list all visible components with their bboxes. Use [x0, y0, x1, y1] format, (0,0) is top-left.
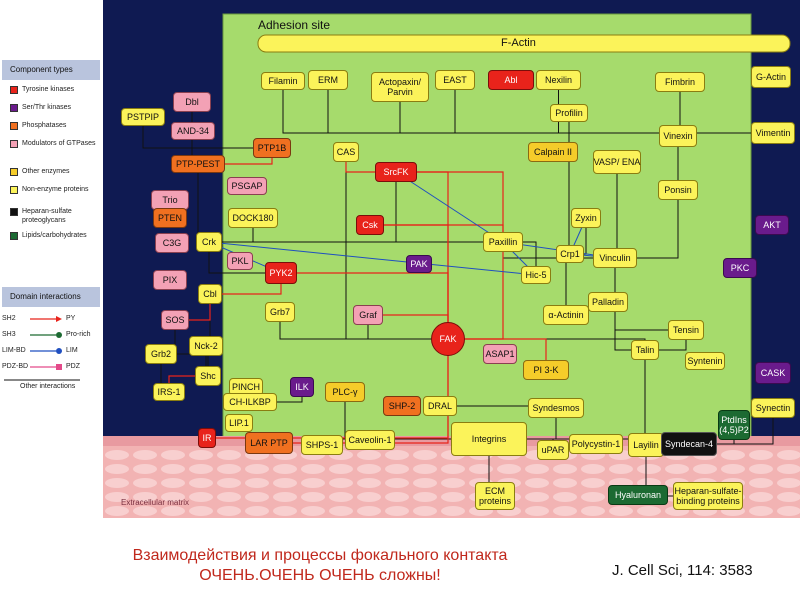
node-filamin: Filamin [261, 72, 305, 90]
node-pak: PAK [406, 255, 432, 273]
node-hyaluronan: Hyaluronan [608, 485, 668, 505]
node-c3g: C3G [155, 233, 189, 253]
node-pten: PTEN [153, 208, 187, 228]
node-integrins: Integrins [451, 422, 527, 456]
node-syntenin: Syntenin [685, 352, 725, 370]
node-lar-ptp: LAR PTP [245, 432, 293, 454]
node-cbl: Cbl [198, 284, 222, 304]
legend-arrows [0, 55, 100, 400]
node-dock180: DOCK180 [228, 208, 278, 228]
node-cask: CASK [755, 362, 791, 384]
node-ponsin: Ponsin [658, 180, 698, 200]
node-dral: DRAL [423, 396, 457, 416]
node-caveolin-1: Caveolin-1 [345, 430, 395, 450]
node-α-actinin: α-Actinin [543, 305, 589, 325]
caption-line-1: Взаимодействия и процессы фокального кон… [40, 546, 600, 566]
node-layilin: Layilin [628, 433, 664, 457]
caption-line-2: ОЧЕНЬ.ОЧЕНЬ ОЧЕНЬ сложны! [40, 566, 600, 586]
node-dbl: Dbl [173, 92, 211, 112]
interaction-line [198, 164, 503, 242]
node-calpain-ii: Calpain II [528, 142, 578, 162]
node-graf: Graf [353, 305, 383, 325]
node-ir: IR [198, 428, 216, 448]
interaction-line [569, 113, 615, 258]
node-hic-5: Hic-5 [521, 266, 551, 284]
node-syndesmos: Syndesmos [528, 398, 584, 418]
node-erm: ERM [308, 70, 348, 90]
node-heparan-sulfate-binding-proteins: Heparan-sulfate-binding proteins [673, 482, 743, 510]
node-pkc: PKC [723, 258, 757, 278]
node-grb7: Grb7 [265, 302, 295, 322]
focal-adhesion-diagram: Adhesion site F-Actin Extracellular matr… [103, 0, 800, 518]
interaction-line [615, 162, 617, 258]
node-profilin: Profilin [550, 104, 588, 122]
node-ptp1b: PTP1B [253, 138, 291, 158]
node-crp1: Crp1 [556, 245, 584, 263]
node-cas: CAS [333, 142, 359, 162]
node-nck-2: Nck-2 [189, 336, 223, 356]
node-shp-2: SHP-2 [383, 396, 421, 416]
node-ptp-pest: PTP-PEST [171, 155, 225, 173]
node-sos: SOS [161, 310, 189, 330]
node-syndecan-4: Syndecan-4 [661, 432, 717, 456]
node-vimentin: Vimentin [751, 122, 795, 144]
node-vasp-ena: VASP/ ENA [593, 150, 641, 174]
node-psgap: PSGAP [227, 177, 267, 195]
node-fimbrin: Fimbrin [655, 72, 705, 92]
citation: J. Cell Sci, 114: 3583 [612, 562, 753, 579]
node-pstpip: PSTPIP [121, 108, 165, 126]
node-tensin: Tensin [668, 320, 704, 340]
adhesion-site-label: Adhesion site [258, 18, 330, 32]
node-nexilin: Nexilin [536, 70, 581, 90]
node-zyxin: Zyxin [571, 208, 601, 228]
node-talin: Talin [631, 340, 659, 360]
node-csk: Csk [356, 215, 384, 235]
node-synectin: Synectin [751, 398, 795, 418]
node-pi-3-k: PI 3-K [523, 360, 569, 380]
node-pkl: PKL [227, 252, 253, 270]
node-polycystin-1: Polycystin-1 [569, 434, 623, 454]
node-paxillin: Paxillin [483, 232, 523, 252]
node-ecm-proteins: ECM proteins [475, 482, 515, 510]
node-asap1: ASAP1 [483, 344, 517, 364]
node-irs-1: IRS-1 [153, 383, 185, 401]
node-east: EAST [435, 70, 475, 90]
extracellular-matrix-label: Extracellular matrix [121, 498, 189, 507]
node-grb2: Grb2 [145, 344, 177, 364]
factin-label: F-Actin [501, 37, 536, 49]
node-fak: FAK [431, 322, 465, 356]
node-ilk: ILK [290, 377, 314, 397]
node-upar: uPAR [537, 440, 569, 460]
node-pyk2: PYK2 [265, 262, 297, 284]
node-ch-ilkbp: CH-ILKBP [223, 393, 277, 411]
node-vinexin: Vinexin [659, 125, 697, 147]
node-pix: PIX [153, 270, 187, 290]
node-and-34: AND-34 [171, 122, 215, 140]
node-lip-1: LIP.1 [225, 414, 253, 432]
node-shc: Shc [195, 366, 221, 386]
node-trio: Trio [151, 190, 189, 210]
node-plc-γ: PLC-γ [325, 382, 365, 402]
node-srcfk: SrcFK [375, 162, 417, 182]
node-palladin: Palladin [588, 292, 628, 312]
node-actopaxin-parvin: Actopaxin/ Parvin [371, 72, 429, 102]
node-ptdins-4-5-p2: PtdIns (4,5)P2 [718, 410, 750, 440]
node-vinculin: Vinculin [593, 248, 637, 268]
slide-caption: Взаимодействия и процессы фокального кон… [40, 546, 600, 586]
node-akt: AKT [755, 215, 789, 235]
node-shps-1: SHPS-1 [301, 435, 343, 455]
node-crk: Crk [196, 232, 222, 252]
node-abl: Abl [488, 70, 534, 90]
node-g-actin: G-Actin [751, 66, 791, 88]
